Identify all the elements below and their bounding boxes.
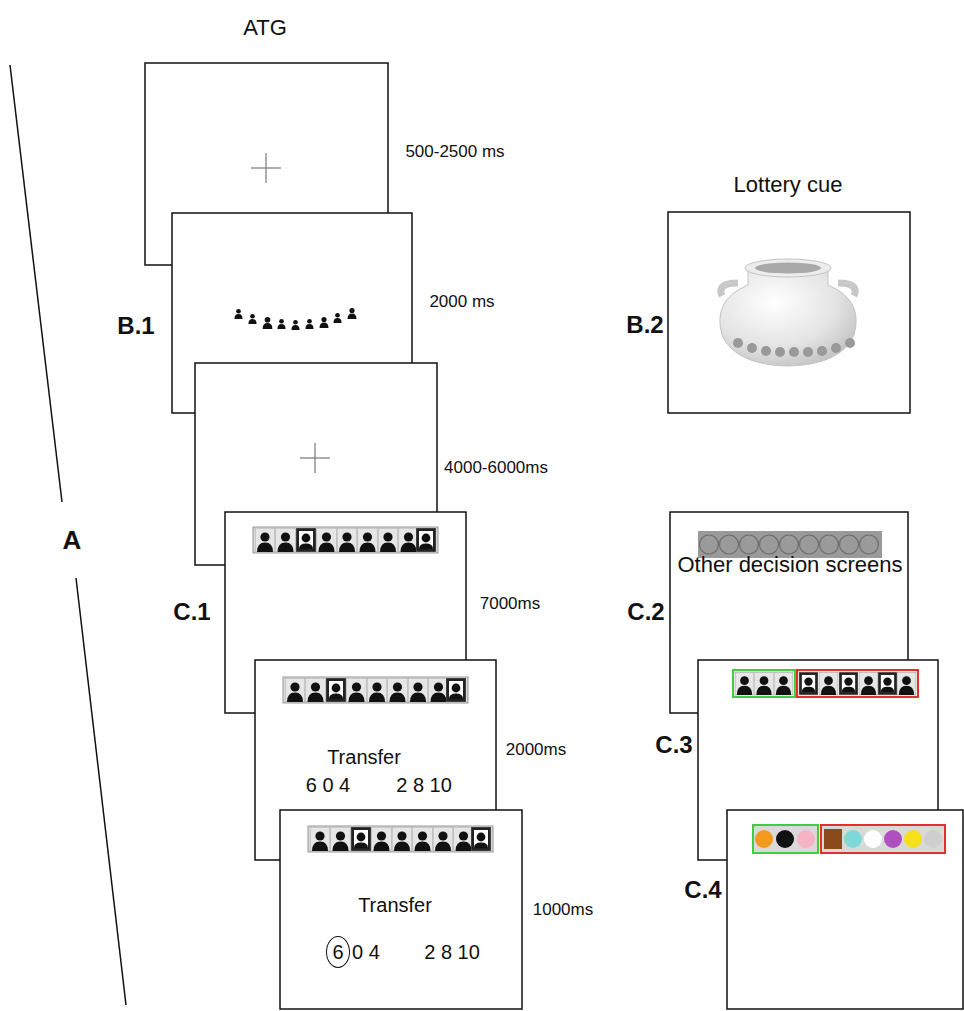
panel-letter: B.1 (117, 313, 154, 339)
panel-letter: C.4 (684, 877, 721, 903)
panel-letter: B.2 (626, 312, 663, 338)
panel-letter: A (63, 526, 82, 555)
screen-heading: Transfer (327, 746, 401, 768)
panel-letter: C.3 (655, 732, 692, 758)
label-text: 4000-6000ms (444, 459, 548, 478)
panel-letter: C.2 (627, 599, 664, 625)
label-text: 2000ms (506, 741, 566, 760)
panel-letter: C.1 (173, 599, 210, 625)
label-text: ATG (243, 16, 287, 40)
chosen-amount: 6 (332, 941, 343, 963)
label-text: Lottery cue (734, 173, 843, 197)
decision-screen: Transfer 0 4 2 8 10 6 (280, 810, 522, 1009)
decision-screen: Transfer 6 0 4 2 8 10 (255, 660, 496, 860)
transfer-options: 0 4 (352, 941, 380, 963)
label-text: 2000 ms (429, 293, 494, 312)
label-text: 7000ms (480, 595, 540, 614)
label-text: 500-2500 ms (405, 143, 504, 162)
transfer-options: 6 0 4 (306, 774, 350, 796)
label-text: 1000ms (533, 901, 593, 920)
label-text: Other decision screens (678, 553, 903, 577)
transfer-options: 2 8 10 (424, 941, 480, 963)
screen-heading: Transfer (358, 894, 432, 916)
choice-circle: 6 (326, 936, 350, 968)
transfer-options: 2 8 10 (396, 774, 452, 796)
